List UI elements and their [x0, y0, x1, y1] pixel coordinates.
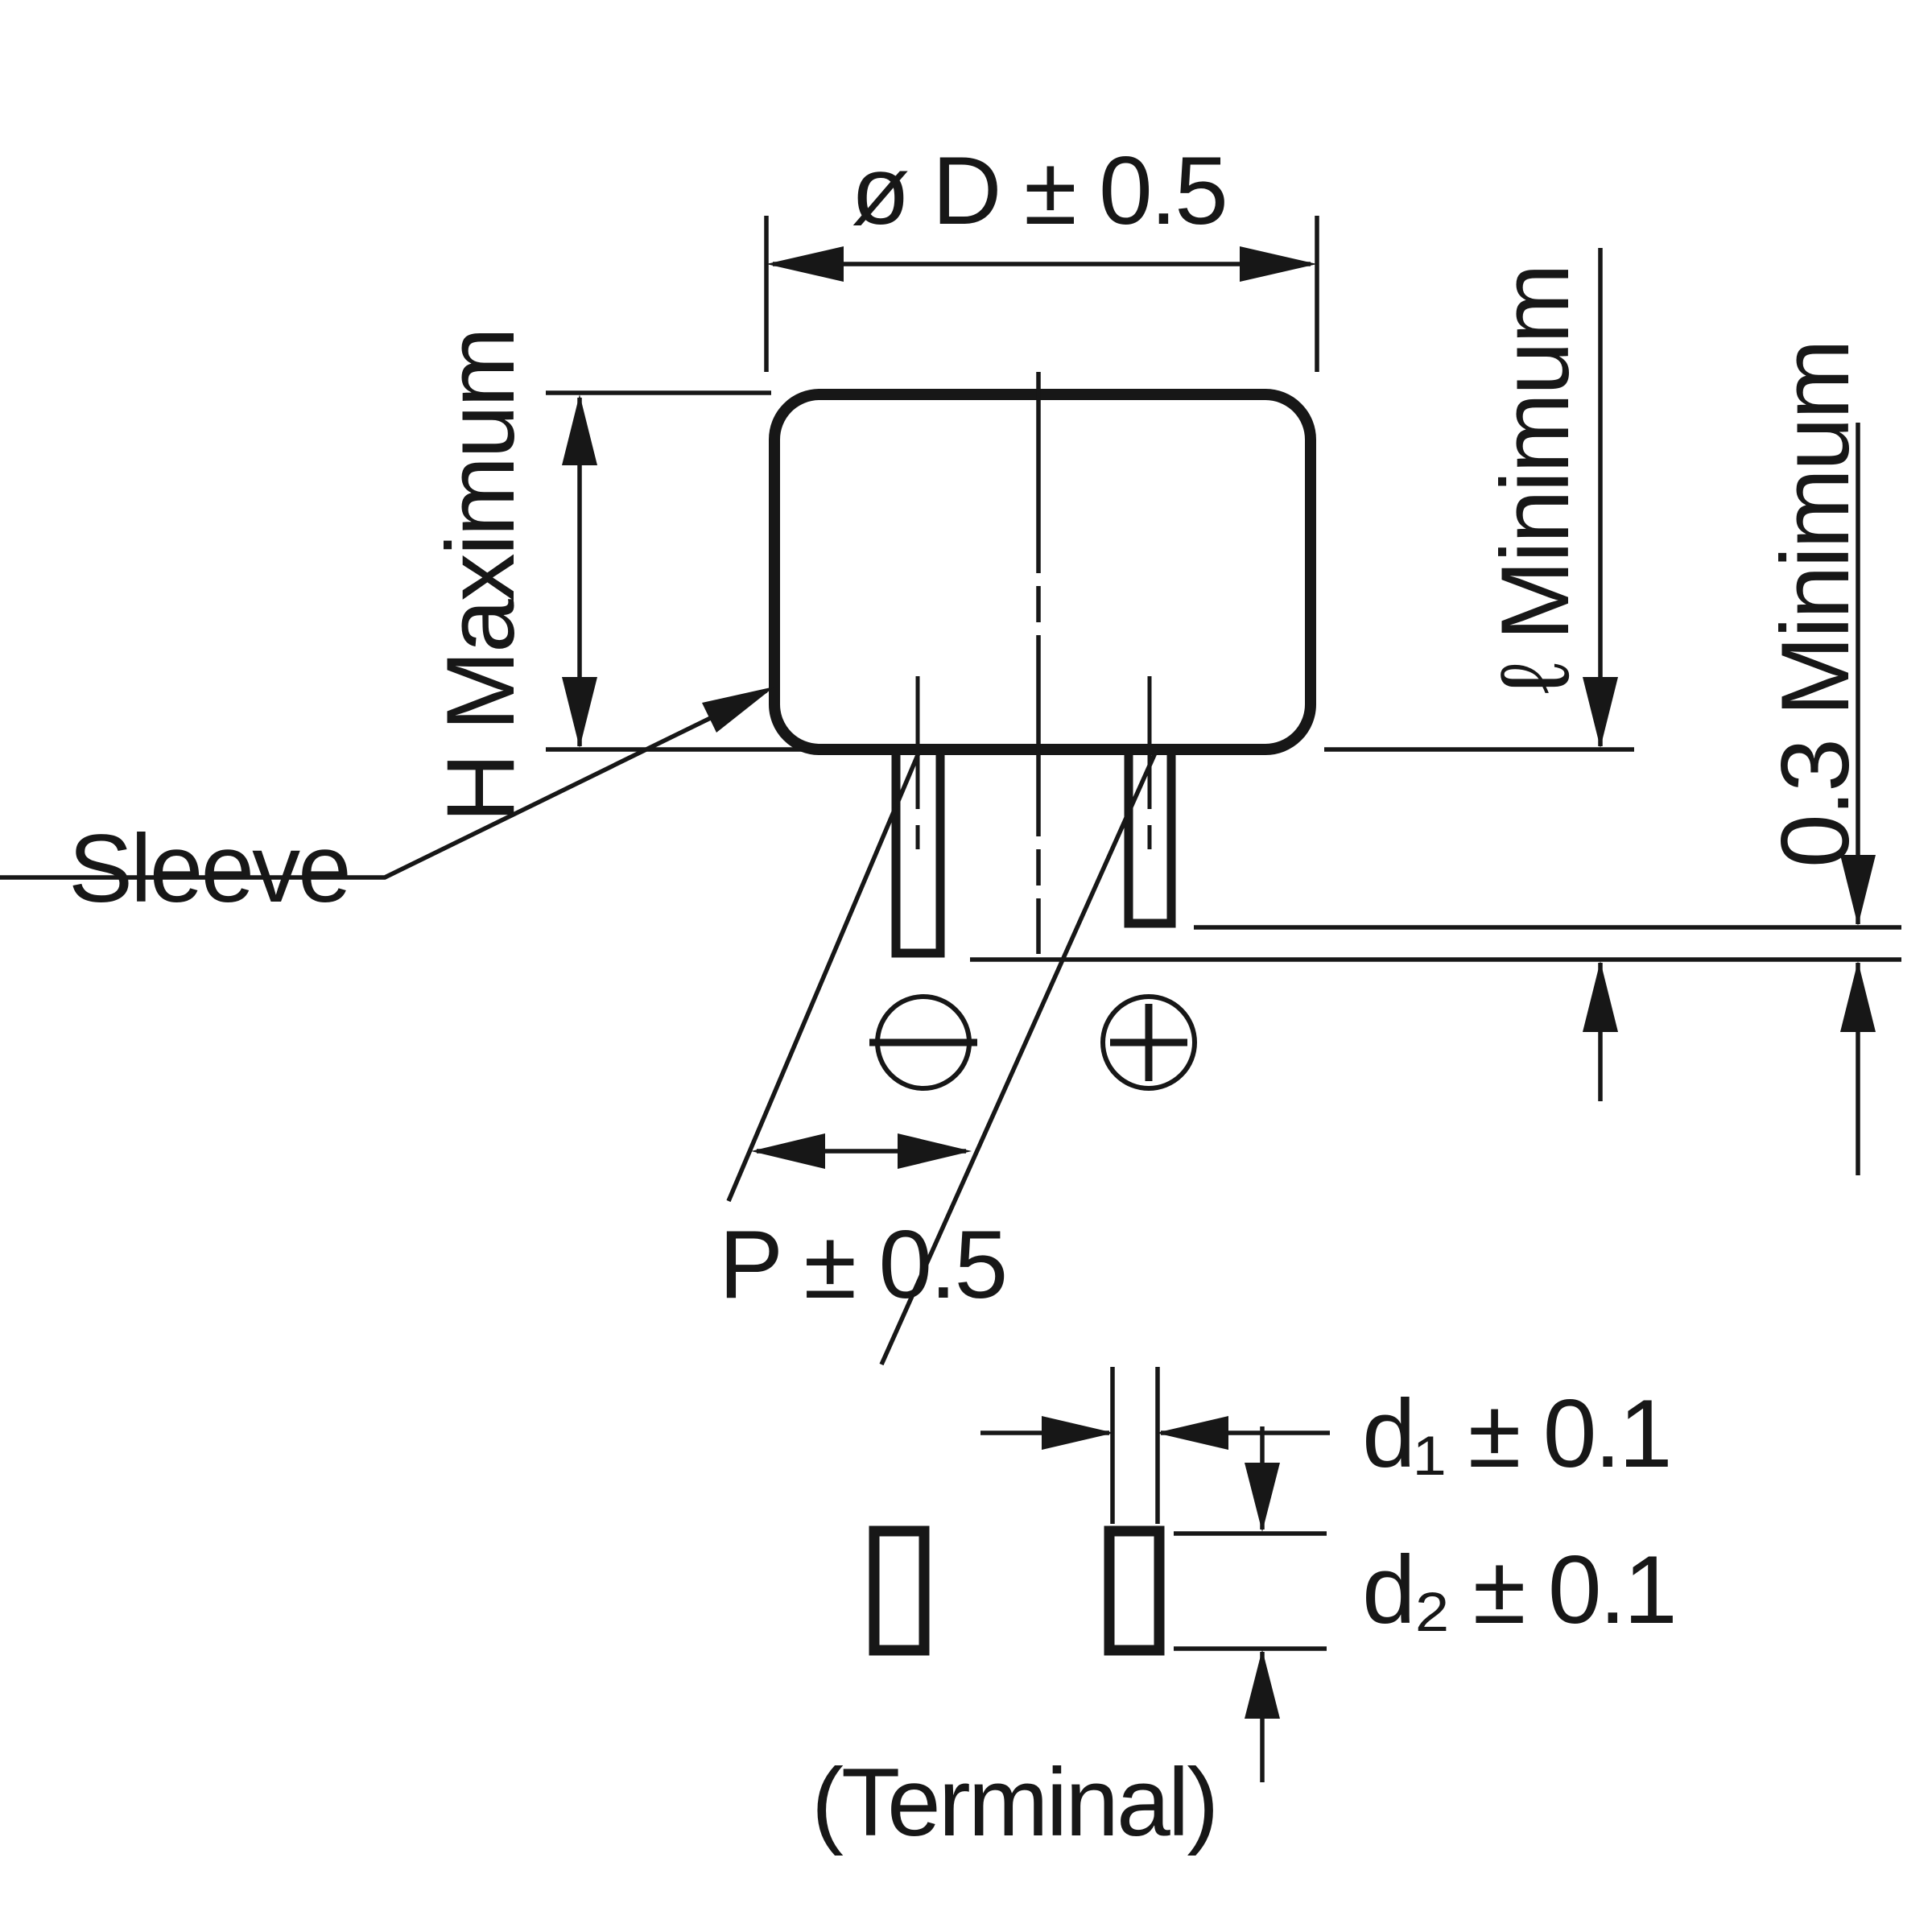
lead-step-arrow-up-icon — [1840, 961, 1876, 1032]
pitch-arrow-right-icon — [898, 1133, 972, 1169]
diameter-label: ø D ± 0.5 — [851, 137, 1226, 245]
sleeve-leader-arrow-icon — [702, 687, 774, 733]
lead-length-arrow-down-icon — [1583, 677, 1618, 748]
pitch-label: P ± 0.5 — [719, 1211, 1005, 1319]
d1-arrow-right-icon — [1042, 1416, 1114, 1450]
height-arrow-top-icon — [562, 394, 597, 465]
lead-step-arrow-down-icon — [1840, 855, 1876, 926]
sleeve-leader-line — [0, 688, 768, 880]
terminal-label: (Terminal) — [811, 1748, 1216, 1856]
pitch-leader-right — [879, 748, 1159, 1366]
capacitor-body-outline — [769, 389, 1316, 755]
positive-polarity-icon — [1100, 994, 1197, 1091]
diameter-arrow-left-icon — [766, 246, 844, 282]
d2-arrow-down-icon — [1245, 1463, 1280, 1532]
height-label: H Maximum — [427, 329, 535, 823]
pitch-arrow-left-icon — [751, 1133, 825, 1169]
terminal-section-left — [869, 1525, 930, 1656]
lead-length-label: ℓ Minimum — [1481, 266, 1589, 694]
lead-length-arrow-up-icon — [1583, 961, 1618, 1032]
d1-arrow-left-icon — [1156, 1416, 1228, 1450]
terminal-section-right — [1104, 1525, 1165, 1656]
negative-polarity-icon — [869, 994, 977, 1091]
d2-arrow-up-icon — [1245, 1649, 1280, 1719]
d2-label: d₂ ± 0.1 — [1362, 1536, 1675, 1644]
diameter-arrow-right-icon — [1240, 246, 1317, 282]
lead-step-label: 0.3 Minimum — [1761, 341, 1869, 868]
height-arrow-bottom-icon — [562, 677, 597, 748]
d1-label: d₁ ± 0.1 — [1362, 1380, 1670, 1488]
pitch-leader-left — [726, 748, 923, 1203]
sleeve-label: Sleeve — [68, 815, 349, 923]
